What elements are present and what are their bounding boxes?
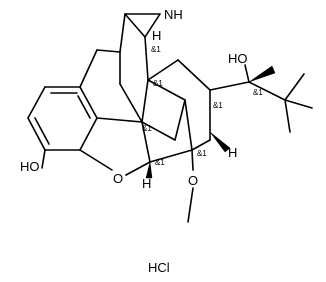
stereo-label: &1 (253, 88, 263, 97)
nh-label: NH (164, 7, 183, 22)
stereo-labels: &1 &1 &1 &1 &1 &1 &1 (142, 45, 263, 167)
h-bottom-label: H (142, 176, 151, 191)
atom-labels: NH H HO HO O H H O HCl (20, 7, 248, 275)
stereo-label: &1 (142, 124, 152, 133)
wedge-bonds (145, 65, 276, 179)
o-methoxy-label: O (188, 173, 198, 188)
h-top-label: H (152, 28, 161, 43)
ho-right-label: HO (228, 51, 248, 66)
salt-label: HCl (148, 260, 170, 275)
h-right-label: H (228, 145, 237, 160)
o-bridge-label: O (113, 171, 123, 186)
stereo-label: &1 (197, 149, 207, 158)
stereo-label: &1 (151, 45, 161, 54)
stereo-label: &1 (153, 79, 163, 88)
bond-lines (27, 13, 313, 223)
stereo-label: &1 (213, 101, 223, 110)
ho-left-label: HO (20, 159, 40, 174)
stereo-label: &1 (155, 158, 165, 167)
